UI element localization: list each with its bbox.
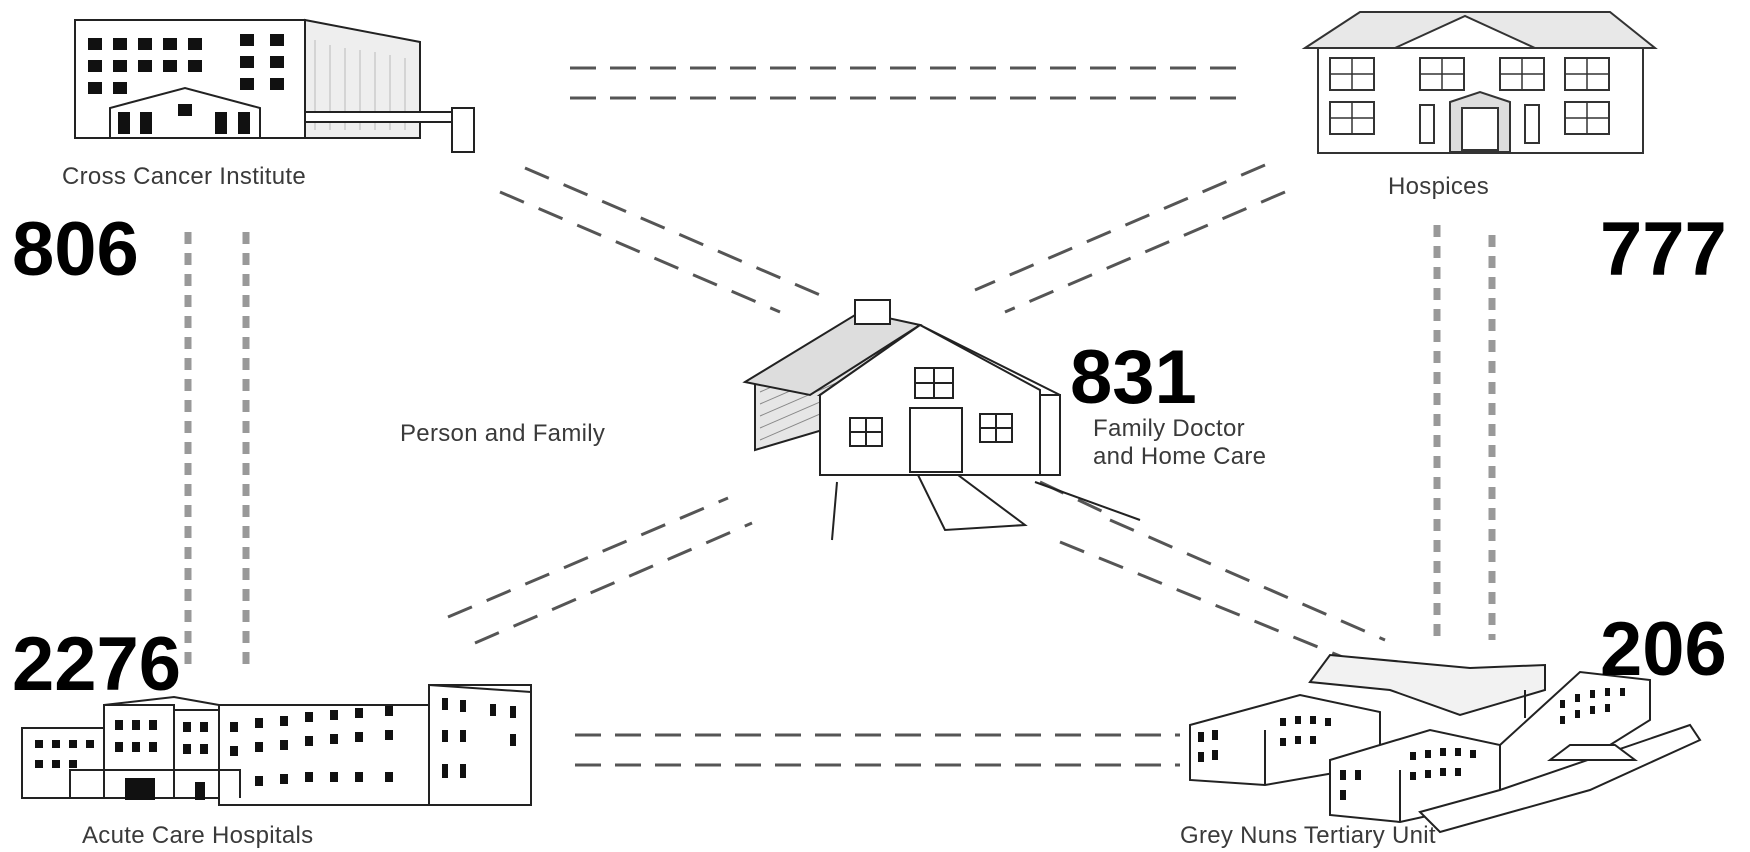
family-doctor-label-line2: and Home Care [1093,443,1267,470]
connector-cancer-hospices [570,66,1245,100]
cancer-institute-building-icon [74,18,475,153]
grey-nuns-count: 206 [1600,607,1727,692]
person-and-family-label: Person and Family [400,420,606,447]
tertiary-unit-building-icon [1189,653,1702,834]
acute-care-count: 2276 [12,622,182,707]
hospices-count: 777 [1600,207,1727,292]
hospice-house-icon [1301,11,1658,154]
acute-care-hospital-icon [21,684,532,806]
connector-greynuns-home [1039,480,1386,660]
cross-cancer-institute-label: Cross Cancer Institute [62,163,307,190]
hospices-label: Hospices [1388,173,1490,200]
connector-acute-home [447,496,753,645]
cross-cancer-count: 806 [12,207,139,292]
connector-hospices-greynuns [1433,225,1496,640]
family-doctor-label-line1: Family Doctor [1093,415,1245,442]
connector-acute-greynuns [575,733,1180,767]
grey-nuns-tertiary-unit-label: Grey Nuns Tertiary Unit [1180,822,1436,849]
connector-hospices-home [974,163,1286,314]
home-house-icon [742,299,1141,541]
home-count: 831 [1070,335,1197,420]
connector-cancer-home [499,166,821,314]
connector-cancer-acute [184,232,250,670]
acute-care-hospitals-label: Acute Care Hospitals [82,822,314,849]
